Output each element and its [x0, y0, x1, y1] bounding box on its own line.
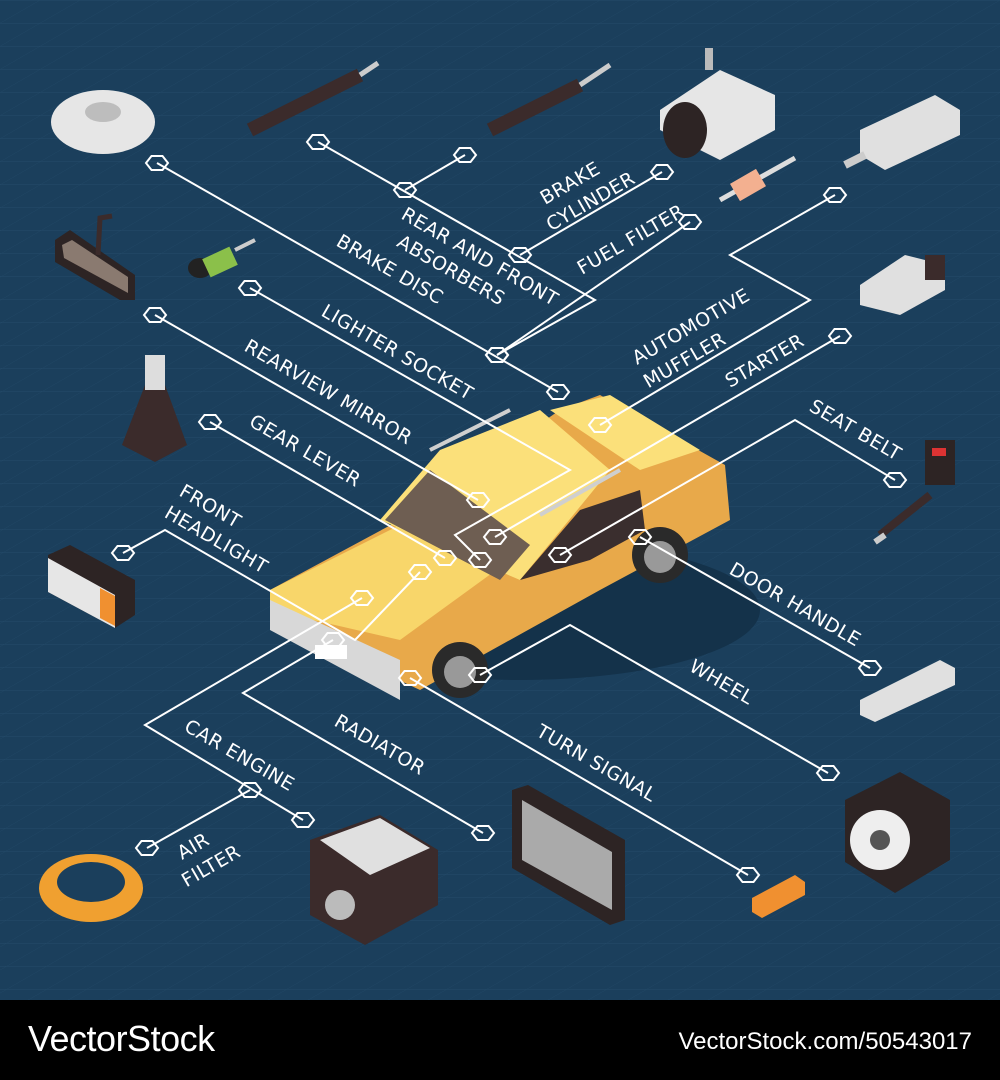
seat-belt-illustration: [873, 440, 955, 545]
wheel-illustration: [845, 772, 950, 893]
rear-absorber-illustration: [246, 60, 380, 137]
connector-endpoint: [882, 472, 908, 488]
front-headlight-illustration: [48, 545, 135, 628]
brake-cylinder-illustration: [660, 48, 775, 160]
connector-endpoint: [815, 765, 841, 781]
radiator-illustration: [512, 785, 625, 925]
connector-endpoint: [320, 632, 346, 648]
connector-lines: [122, 141, 896, 876]
connector-endpoint: [507, 247, 533, 263]
connector-endpoint: [237, 782, 263, 798]
fuel-filter-illustration: [718, 155, 797, 203]
connector-endpoint: [827, 328, 853, 344]
turn-signal-illustration: [752, 875, 805, 918]
muffler-illustration: [843, 95, 960, 170]
connector-endpoint: [857, 660, 883, 676]
door-handle-illustration: [860, 660, 955, 722]
connector-endpoint: [467, 552, 493, 568]
connector-endpoint: [397, 670, 423, 686]
connector-endpoint: [432, 550, 458, 566]
connector-endpoint: [237, 280, 263, 296]
connector-endpoint: [349, 590, 375, 606]
connector-endpoint: [735, 867, 761, 883]
rearview-mirror-illustration: [55, 213, 135, 300]
connector-endpoint: [465, 492, 491, 508]
connector-endpoint: [452, 147, 478, 163]
connector-endpoint: [545, 384, 571, 400]
connector-endpoint: [627, 529, 653, 545]
footer-brand: VectorStock: [28, 1018, 215, 1059]
connector-endpoint: [677, 214, 703, 230]
footer-watermark: VectorStock VectorStock.com/50543017: [0, 1000, 1000, 1080]
connector-endpoint: [482, 529, 508, 545]
connector-endpoint: [392, 182, 418, 198]
car-engine-illustration: [310, 815, 438, 945]
connector-endpoint: [110, 545, 136, 561]
air-filter-illustration: [39, 854, 143, 922]
connector-endpoint: [134, 840, 160, 856]
brake-disc-illustration: [51, 90, 155, 154]
connector-endpoint: [197, 414, 223, 430]
connector-endpoint: [649, 164, 675, 180]
connector-endpoint: [407, 564, 433, 580]
starter-illustration: [860, 255, 945, 315]
connector-endpoint: [144, 155, 170, 171]
lighter-socket-illustration: [188, 238, 256, 278]
front-absorber-illustration: [486, 62, 612, 137]
connector-endpoint: [305, 134, 331, 150]
connector-endpoint: [587, 417, 613, 433]
footer-image-id: VectorStock.com/50543017: [678, 1028, 972, 1055]
connector-endpoint: [484, 347, 510, 363]
connector-endpoint: [142, 307, 168, 323]
connector-endpoint: [467, 667, 493, 683]
connector-endpoint: [290, 812, 316, 828]
connector-endpoint: [547, 547, 573, 563]
car-illustration: [270, 395, 760, 700]
connector-endpoint: [470, 825, 496, 841]
connector-endpoints: [110, 134, 908, 883]
connector-endpoint: [822, 187, 848, 203]
gear-lever-illustration: [122, 355, 187, 462]
